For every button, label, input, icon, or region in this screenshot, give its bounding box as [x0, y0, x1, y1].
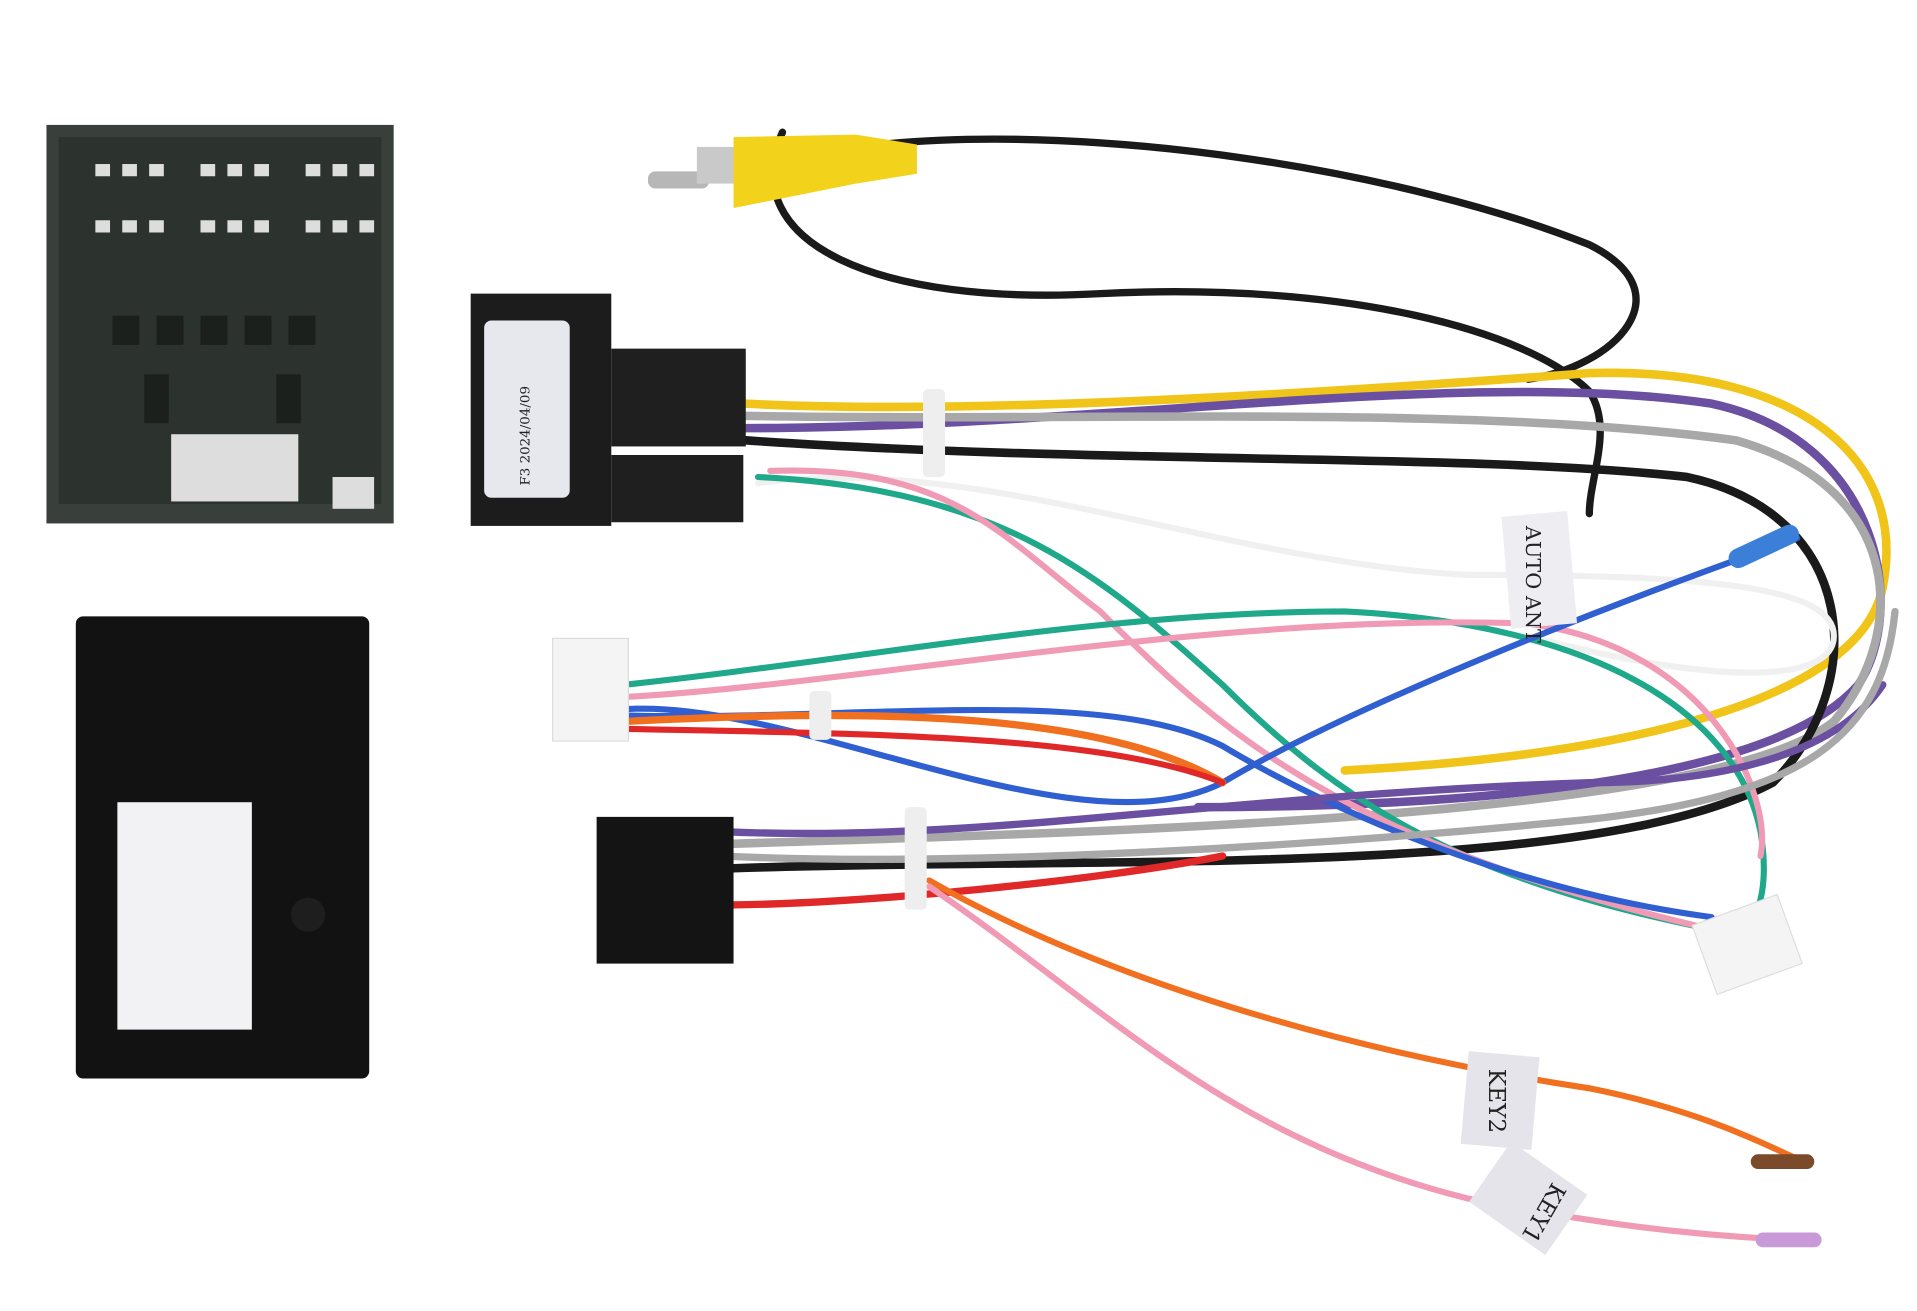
connector-date-label: F3 2024/04/09	[518, 386, 533, 486]
auto-ant-tag: AUTO ANT	[1501, 511, 1578, 643]
key2-wire-tip	[1750, 1154, 1815, 1169]
auto-ant-label: AUTO ANT	[1521, 525, 1545, 643]
key2-tag: KEY2	[1460, 1051, 1540, 1150]
key2-label: KEY2	[1483, 1069, 1510, 1133]
blue-wire-tip	[1728, 524, 1800, 569]
decoder-box	[75, 616, 370, 1079]
white-connector-16pin	[551, 637, 630, 742]
cable-ties	[809, 388, 946, 910]
quadlock-connector	[46, 124, 394, 524]
iso-connector	[596, 816, 734, 964]
main-harness-connector: F3 2024/04/09	[470, 293, 746, 526]
key1-wire-tip	[1755, 1232, 1822, 1248]
white-connector-4pin	[1691, 893, 1803, 996]
rca-plug	[647, 134, 917, 209]
